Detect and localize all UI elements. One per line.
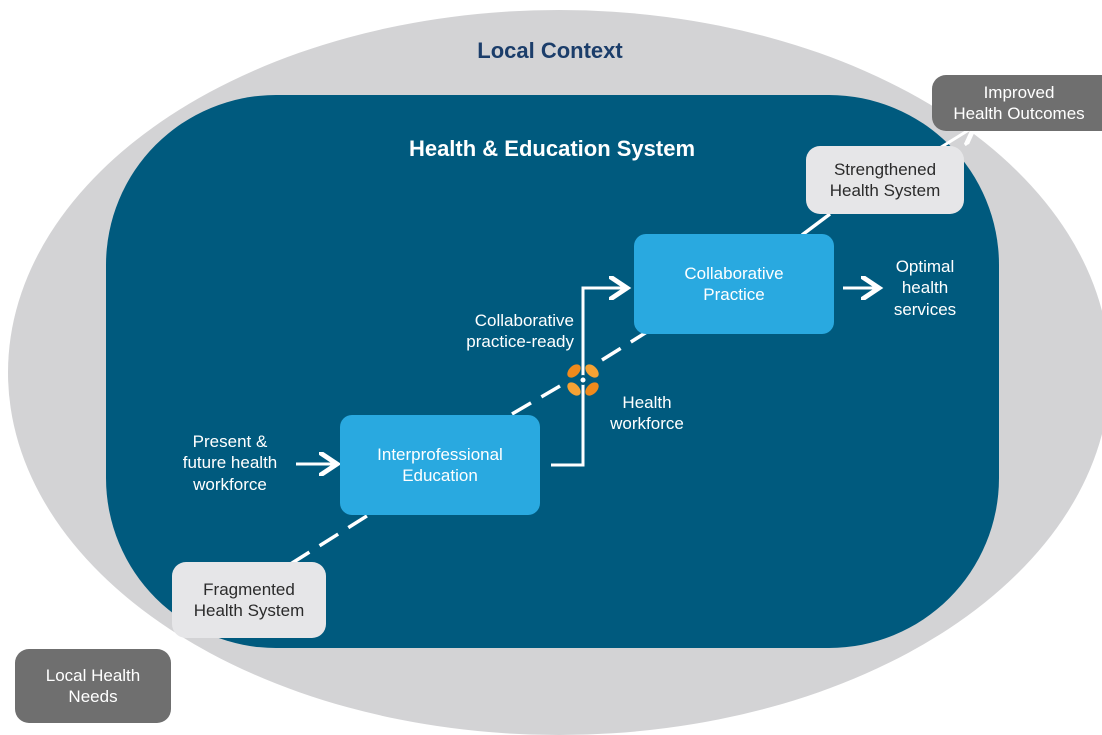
fragmented-health-system-box: Fragmented Health System [172, 562, 326, 638]
joined-hands-icon [567, 364, 599, 396]
fragmented-health-system-label: Fragmented Health System [193, 579, 305, 620]
local-health-needs-label: Local Health Needs [45, 665, 141, 706]
optimal-health-services-label: Optimal health services [893, 257, 957, 319]
interprofessional-education-label: Interprofessional Education [377, 444, 503, 485]
strengthened-health-system-label: Strengthened Health System [829, 159, 941, 200]
strengthened-health-system-box: Strengthened Health System [806, 146, 964, 214]
health-education-system-title: Health & Education System [408, 136, 696, 161]
improved-health-outcomes-box: Improved Health Outcomes [932, 75, 1102, 131]
collaborative-practice-ready-label: Collaborative practice-ready [466, 311, 574, 352]
present-future-workforce-label: Present & future health workforce [182, 432, 278, 494]
collaborative-practice-box: Collaborative Practice [634, 234, 834, 334]
health-workforce-label: Health workforce [610, 393, 684, 434]
dashed-path-upper [601, 328, 651, 362]
improved-health-outcomes-label: Improved Health Outcomes [953, 82, 1085, 123]
dashed-path-middle [511, 384, 561, 416]
interprofessional-education-box: Interprofessional Education [340, 415, 540, 515]
strengthened-system-link [800, 212, 832, 237]
collaborative-practice-label: Collaborative Practice [684, 263, 784, 304]
local-health-needs-box: Local Health Needs [15, 649, 171, 723]
local-context-title: Local Context [477, 38, 623, 63]
